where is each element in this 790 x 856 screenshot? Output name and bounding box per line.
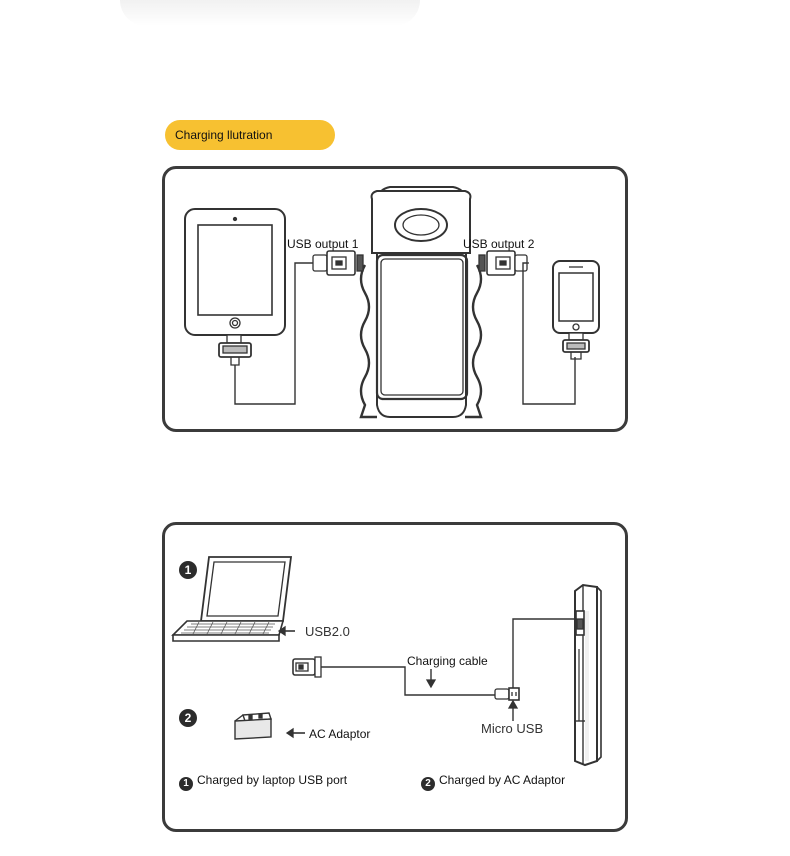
ac-adaptor-arrow-icon [285,727,305,739]
charging-cable-arrow-icon [425,669,437,689]
devices-illustration [184,186,600,419]
caption-2-marker: 2 [421,777,435,791]
usb-plug-right-icon [486,250,528,276]
micro-usb-plug-icon [494,687,520,701]
section-title-tag: Charging llutration [165,120,335,150]
caption-1-text: Charged by laptop USB port [197,773,348,787]
ac-adaptor-label: AC Adaptor [309,727,371,741]
tablet-icon [184,208,286,336]
usb-plug-left-icon [312,250,356,276]
power-bank-icon [356,186,486,419]
usb-arrow-icon [277,625,295,637]
charging-cable-label: Charging cable [407,654,488,668]
usb-plug-icon [292,656,322,678]
ac-adaptor-icon [234,712,272,740]
caption-1-marker: 1 [179,777,193,791]
tablet-dock-connector-icon [218,334,252,366]
phone-dock-connector-icon [562,332,590,360]
charging-devices-panel: USB output 1 USB output 2 [162,166,628,432]
caption-2-text: Charged by AC Adaptor [439,773,566,787]
step-2-marker: 2 [179,709,201,727]
power-bank-side-icon [574,583,602,767]
caption-ac: 2 Charged by AC Adaptor [421,773,565,791]
charging-methods-panel: 1 2 USB2.0 Charging cable Micro USB AC A… [162,522,628,832]
phone-icon [552,260,600,334]
step-1-marker: 1 [179,561,201,579]
charging-methods-illustration [171,556,602,767]
micro-usb-arrow-icon [507,699,519,721]
top-fade [120,0,420,26]
usb-output-2-label: USB output 2 [463,237,535,251]
micro-usb-label: Micro USB [481,721,544,736]
caption-laptop: 1 Charged by laptop USB port [179,773,347,791]
usb-2-0-label: USB2.0 [305,624,350,639]
section-title: Charging llutration [175,128,273,142]
usb-output-1-label: USB output 1 [287,237,359,251]
laptop-icon [171,556,293,642]
